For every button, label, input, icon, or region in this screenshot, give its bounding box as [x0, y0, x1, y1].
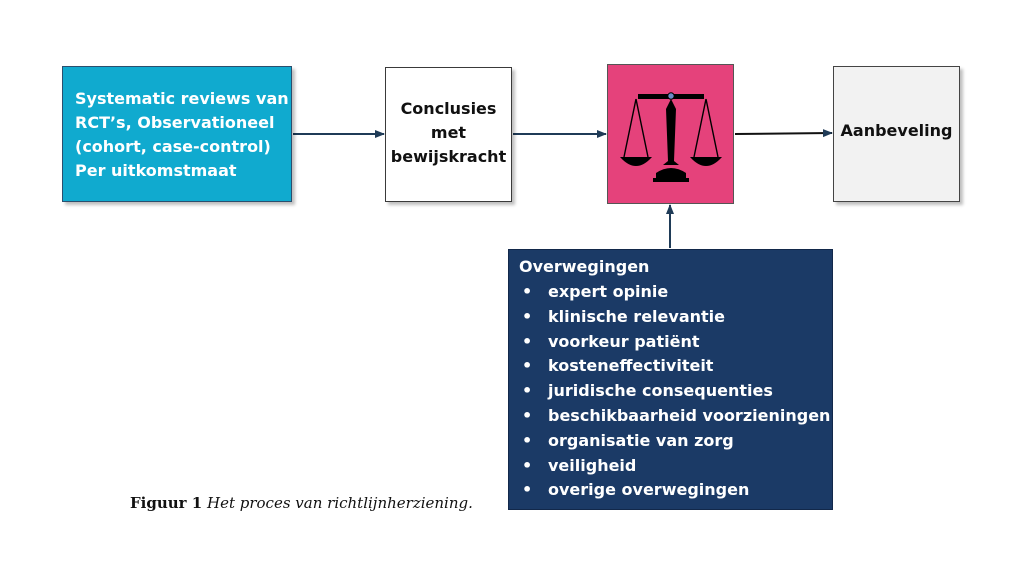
bullet: •: [522, 405, 533, 425]
bullet: •: [522, 356, 533, 376]
conclusions-line: met: [430, 123, 467, 142]
caption-text: Het proces van richtlijnherziening.: [207, 494, 473, 512]
considerations-heading: Overwegingen: [519, 257, 650, 276]
evidence-line: (cohort, case-control): [75, 137, 271, 156]
recommendation-label: Aanbeveling: [840, 121, 953, 140]
bullet: •: [522, 331, 533, 351]
figure-caption: Figuur 1 Het proces van richtlijnherzien…: [130, 494, 473, 512]
recommendation-box: Aanbeveling: [833, 66, 960, 202]
weighing-box: [607, 64, 734, 204]
arrow-scale-to-recommendation: [734, 129, 833, 138]
list-item: • overige overwegingen: [519, 478, 824, 503]
evidence-line: Per uitkomstmaat: [75, 161, 237, 180]
list-item-label: expert opinie: [548, 282, 669, 301]
considerations-list: • expert opinie • klinische relevantie • vo…: [519, 280, 830, 503]
bullet: •: [522, 381, 533, 401]
list-item: • klinische relevantie: [519, 305, 824, 330]
list-item-label: klinische relevantie: [548, 306, 725, 326]
caption-label: Figuur 1: [130, 494, 203, 512]
list-item-label: veiligheid: [548, 455, 637, 475]
evidence-line: Systematic reviews van: [75, 89, 289, 108]
evidence-line: RCT’s, Observationeel: [75, 113, 275, 132]
list-item: • voorkeur patiënt: [519, 330, 824, 355]
conclusions-box: Conclusies met bewijskracht: [385, 67, 512, 202]
list-item-label: overige overwegingen: [548, 480, 750, 500]
bullet: •: [522, 282, 533, 301]
list-item-label: voorkeur patiënt: [548, 331, 700, 351]
list-item-label: kosteneffectiviteit: [548, 356, 714, 376]
list-item: • beschikbaarheid voorzieningen: [519, 404, 830, 429]
list-item-label: beschikbaarheid voorzieningen: [548, 405, 831, 425]
conclusions-line: bewijskracht: [390, 147, 507, 166]
list-item: • juridische consequenties: [519, 379, 824, 404]
conclusions-line: Conclusies: [400, 99, 497, 118]
list-item-label: organisatie van zorg: [548, 430, 734, 450]
evidence-box: Systematic reviews van RCT’s, Observatio…: [62, 66, 292, 202]
balance-scale-icon: [620, 92, 722, 182]
bullet: •: [522, 480, 533, 500]
bullet: •: [522, 430, 533, 450]
list-item: • organisatie van zorg: [519, 429, 824, 454]
list-item: • kosteneffectiviteit: [519, 354, 824, 379]
bullet: •: [522, 306, 533, 326]
list-item: • veiligheid: [519, 454, 824, 479]
bullet: •: [522, 455, 533, 475]
considerations-box: Overwegingen • expert opinie • klinische r…: [508, 249, 833, 510]
list-item: • expert opinie: [519, 280, 824, 305]
list-item-label: juridische consequenties: [548, 381, 773, 401]
